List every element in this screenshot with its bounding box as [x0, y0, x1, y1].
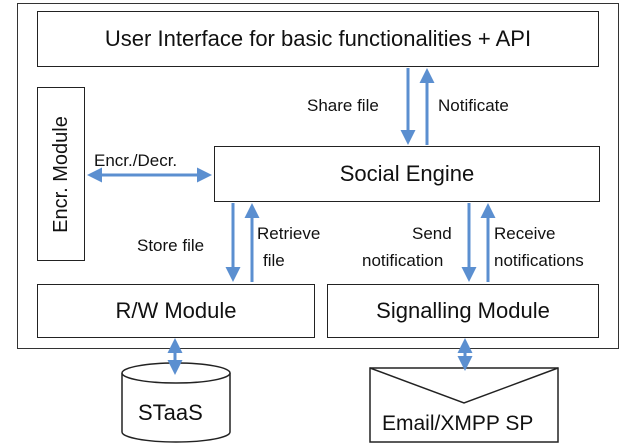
share-file-label: Share file — [307, 96, 379, 115]
encr-decr-label: Encr./Decr. — [94, 151, 178, 170]
email-envelope-icon — [369, 367, 559, 443]
user-interface-box: User Interface for basic functionalities… — [37, 11, 599, 67]
retrieve-file-label: file — [263, 251, 285, 270]
encr-module-box: Encr. Module — [37, 87, 85, 261]
receive-notifications-label: notifications — [494, 251, 584, 270]
email-xmpp-label: Email/XMPP SP — [382, 412, 534, 435]
rw-module-box: R/W Module — [37, 284, 315, 338]
rw-module-label: R/W Module — [115, 298, 237, 323]
send-label: Send — [412, 224, 452, 243]
social-engine-box: Social Engine — [214, 146, 600, 202]
receive-label: Receive — [494, 224, 556, 243]
staas-label: STaaS — [138, 400, 203, 425]
user-interface-label: User Interface for basic functionalities… — [104, 26, 532, 51]
signalling-module-box: Signalling Module — [327, 284, 599, 338]
send-notification-label: notification — [362, 251, 444, 270]
store-file-label: Store file — [137, 236, 205, 255]
notificate-label: Notificate — [438, 96, 509, 115]
retrieve-label: Retrieve — [257, 224, 321, 243]
social-engine-label: Social Engine — [339, 161, 475, 186]
system-boundary — [17, 3, 619, 349]
signalling-module-label: Signalling Module — [376, 298, 550, 323]
